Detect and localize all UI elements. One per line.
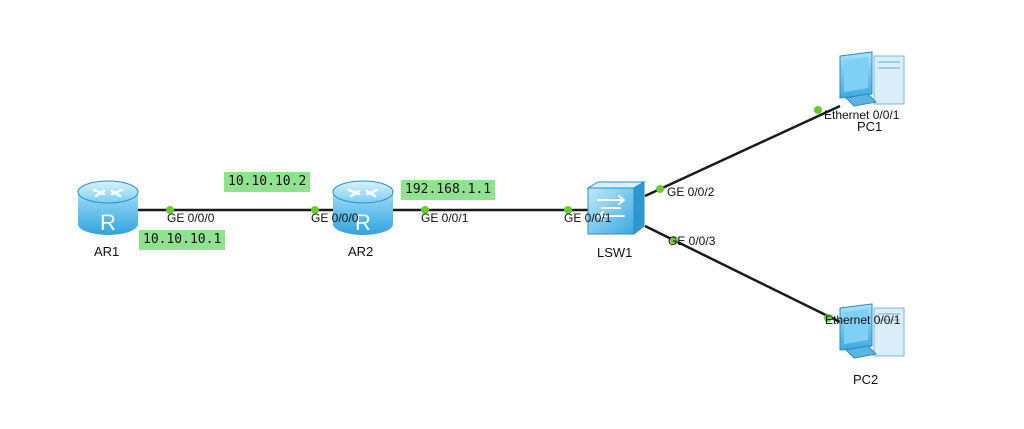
port-label-ar2-ge001: GE 0/0/1 <box>421 211 469 225</box>
port-label-pc2-eth: Ethernet 0/0/1 <box>825 313 901 327</box>
port-dot-ar1-ge000 <box>166 206 174 214</box>
port-label-lsw1-ge001: GE 0/0/1 <box>564 211 612 225</box>
device-label-ar2: AR2 <box>348 244 374 259</box>
link-lsw1-pc1[interactable] <box>644 104 841 198</box>
port-label-ar1-ge000: GE 0/0/0 <box>167 211 215 225</box>
switch-icon[interactable] <box>586 181 646 236</box>
ip-label-ar2-ge000: 10.10.10.2 <box>224 172 311 192</box>
port-dot-lsw1-ge002 <box>656 185 664 193</box>
device-label-pc2: PC2 <box>853 372 879 387</box>
port-label-lsw1-ge003: GE 0/0/3 <box>668 234 716 248</box>
device-label-ar1: AR1 <box>94 244 120 259</box>
svg-text:R: R <box>100 210 116 235</box>
router-icon[interactable]: R <box>332 180 394 235</box>
port-dot-lsw1-ge003 <box>670 236 678 244</box>
port-dot-pc2-eth <box>824 314 832 322</box>
port-dot-ar2-ge001 <box>421 206 429 214</box>
port-dot-lsw1-ge001 <box>564 206 572 214</box>
device-label-pc1: PC1 <box>857 119 883 134</box>
device-label-lsw1: LSW1 <box>597 245 633 260</box>
router-icon[interactable]: R <box>77 180 139 235</box>
port-label-lsw1-ge002: GE 0/0/2 <box>667 185 715 199</box>
link-lsw1-pc2[interactable] <box>644 224 841 324</box>
port-label-pc1-eth: Ethernet 0/0/1 <box>824 108 900 122</box>
ip-label-ar1-ge000: 10.10.10.1 <box>139 230 226 250</box>
port-label-ar2-ge000: GE 0/0/0 <box>311 211 359 225</box>
pc-icon[interactable] <box>839 51 905 107</box>
pc-icon[interactable] <box>839 303 905 359</box>
ip-label-ar2-ge001: 192.168.1.1 <box>401 180 496 200</box>
port-dot-ar2-ge000 <box>311 206 319 214</box>
svg-text:R: R <box>355 210 371 235</box>
port-dot-pc1-eth <box>814 106 822 114</box>
